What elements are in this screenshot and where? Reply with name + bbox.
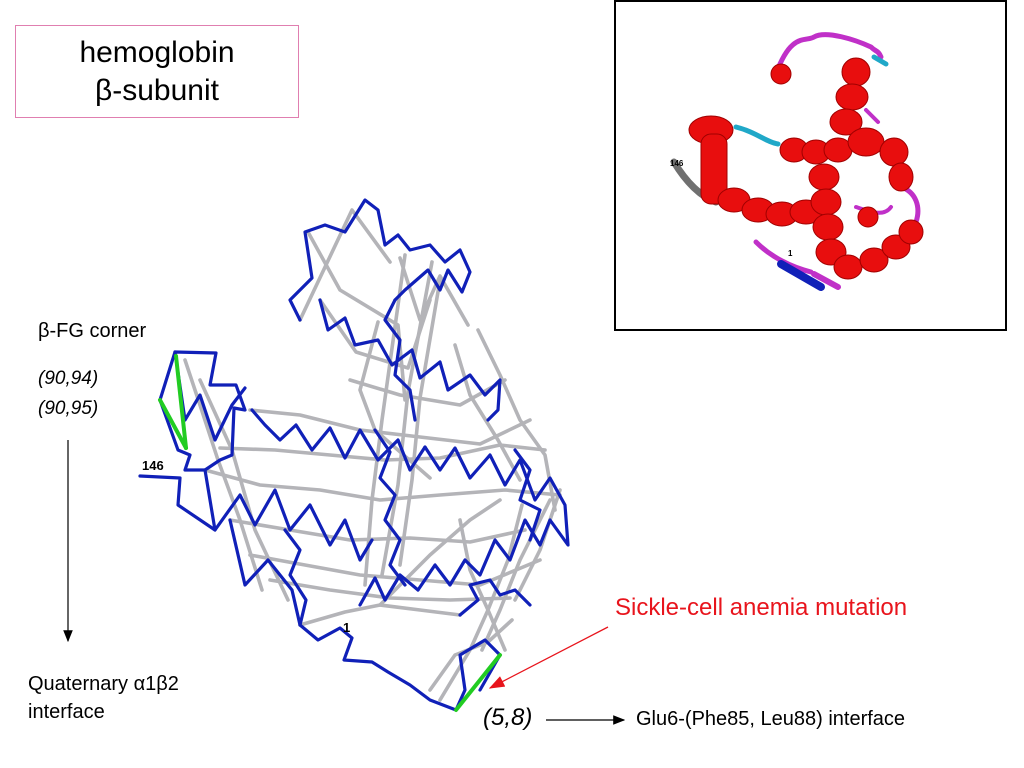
- right-loop: [898, 184, 921, 225]
- glu6-interface-label: Glu6-(Phe85, Leu88) interface: [636, 708, 906, 730]
- helices: [688, 57, 924, 280]
- title-box: hemoglobin β-subunit: [15, 25, 299, 118]
- highlighted-contacts: [158, 354, 502, 712]
- left-cyan-loop: [733, 124, 781, 147]
- c-terminus-label: 146: [142, 458, 164, 473]
- helix-b: [841, 57, 871, 87]
- residue-pair-5-8: (5,8): [483, 704, 533, 731]
- backbone-trace: [138, 198, 570, 712]
- contact-pair-90-95: (90,95): [38, 398, 99, 419]
- title-line-2: β-subunit: [95, 74, 219, 107]
- contact-pair-90-94: (90,94): [38, 368, 99, 389]
- n-terminal-strand: [777, 260, 825, 291]
- top-loop: [773, 32, 884, 77]
- title-line-1: hemoglobin: [79, 36, 235, 69]
- quaternary-line-1: Quaternary α1β2: [28, 673, 179, 695]
- ribbon-structure-inset: 146 1: [614, 0, 1007, 331]
- n-terminal-magenta: [811, 271, 841, 290]
- fg-corner-label: β-FG corner: [38, 320, 147, 342]
- helix-top-left: [770, 63, 792, 85]
- sickle-pointer-arrow: [488, 626, 609, 689]
- contact-lines: [183, 208, 562, 702]
- contact-90-94-line: [174, 354, 188, 450]
- helix-a-body: [700, 133, 728, 205]
- top-cyan-loop: [871, 54, 889, 67]
- n-terminus-label: 1: [343, 620, 350, 635]
- inset-c-terminus-label: 146: [670, 159, 684, 168]
- quaternary-line-2: interface: [28, 701, 105, 723]
- contact-5-8-line: [454, 653, 502, 712]
- inset-n-terminus-label: 1: [788, 249, 793, 258]
- ribbon-structure-image: 146 1: [670, 32, 924, 291]
- contact-90-95-line: [158, 398, 188, 450]
- small-loop-a: [864, 108, 880, 124]
- quaternary-interface-label: Quaternary α1β2 interface: [28, 670, 179, 726]
- sickle-cell-label: Sickle-cell anemia mutation: [615, 594, 908, 621]
